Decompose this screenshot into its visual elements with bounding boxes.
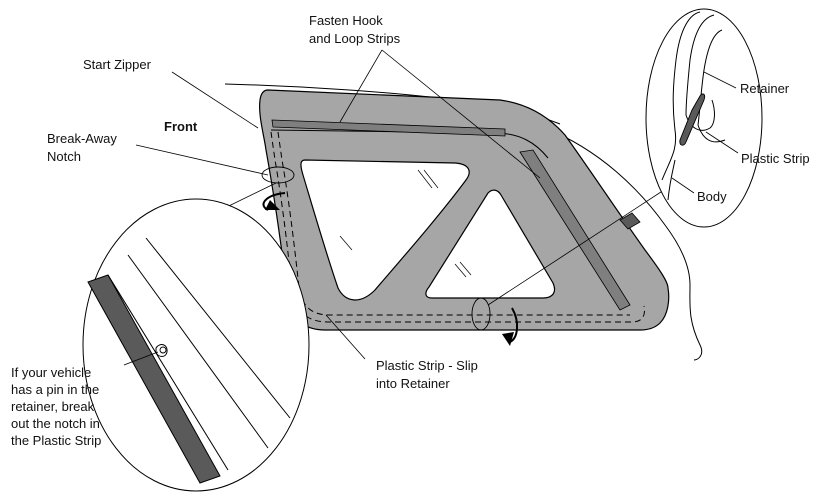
retainer-detail-oval: [645, 8, 763, 228]
plastic-strip-seam-inner: [277, 131, 630, 316]
glare-line: [454, 263, 467, 278]
rear-window: [425, 189, 556, 299]
glare-line: [339, 235, 353, 251]
label-plastic-strip: Plastic Strip: [741, 151, 810, 166]
leader-break-away: [135, 144, 269, 176]
label-retainer: Retainer: [740, 81, 790, 96]
pin-note: If your vehicle has a pin in the retaine…: [11, 365, 101, 448]
body-latch: [619, 212, 641, 230]
pin-note-line: retainer, break: [11, 399, 95, 414]
label-front: Front: [164, 119, 198, 134]
label-fasten-hook-line1: Fasten Hook: [309, 13, 383, 28]
notch-detail-oval: [82, 198, 310, 492]
leader-slip-retainer: [325, 314, 366, 360]
hook-loop-strip-top: [271, 119, 506, 137]
glare-line: [459, 261, 472, 276]
leader-start-zipper: [171, 71, 259, 129]
label-break-away-line2: Notch: [47, 149, 81, 164]
rotate-arrow-left-head: [265, 200, 280, 210]
notch-detail-drawing: [87, 237, 291, 484]
label-fasten-hook-line2: and Loop Strips: [309, 31, 401, 46]
label-start-zipper: Start Zipper: [83, 57, 151, 72]
pin-note-line: the Plastic Strip: [11, 433, 102, 448]
glare-line: [417, 169, 433, 189]
retainer-callout-ellipse: [471, 297, 491, 331]
label-break-away-line1: Break-Away: [47, 131, 117, 146]
rotate-arrow-right: [509, 307, 518, 343]
label-body: Body: [697, 189, 727, 204]
pin-note-line: has a pin in the: [11, 382, 100, 397]
hook-loop-strip-diagonal: [519, 149, 631, 311]
rotate-arrow-right-head: [502, 332, 514, 346]
label-plastic-strip-slip-line1: Plastic Strip - Slip: [376, 358, 478, 373]
front-window: [300, 159, 470, 301]
leader-retainer-to-detail: [487, 189, 665, 306]
retainer-detail-drawing: [661, 11, 739, 201]
notch-callout-ellipse: [261, 166, 295, 184]
vehicle-body-outline: [544, 127, 703, 361]
glare-line: [423, 169, 439, 189]
leader-hook-top: [339, 49, 383, 123]
leader-hook-diagonal: [381, 49, 541, 179]
pin-note-line: If your vehicle: [11, 365, 92, 380]
label-plastic-strip-slip-line2: into Retainer: [376, 376, 450, 391]
pin-note-line: out the notch in: [11, 416, 100, 431]
